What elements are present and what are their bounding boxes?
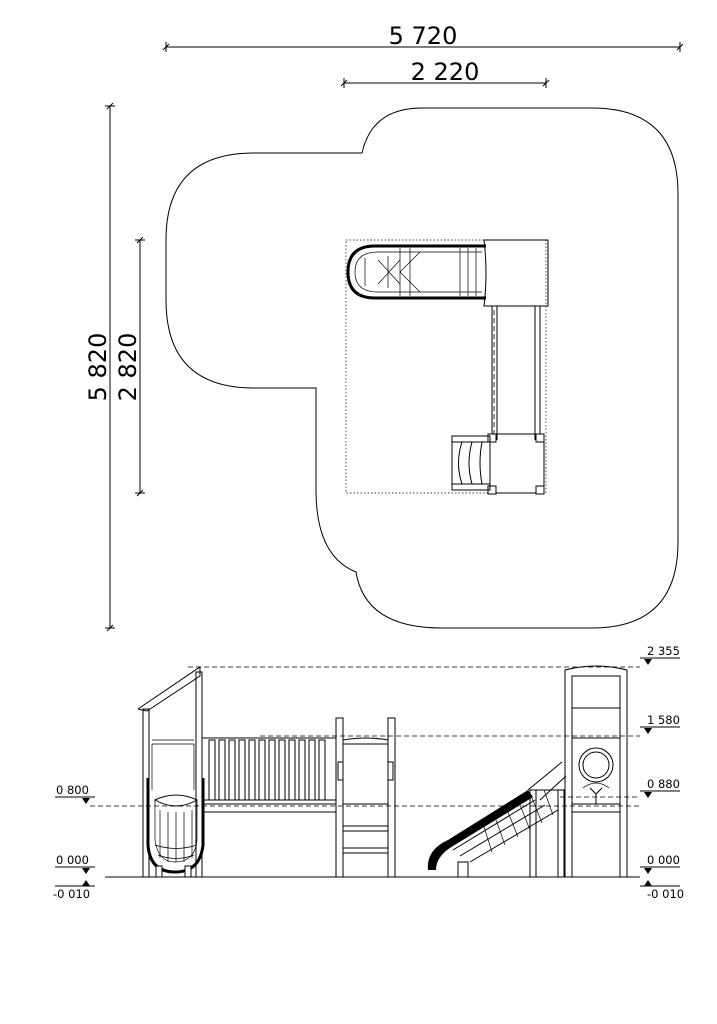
bridge-side bbox=[202, 737, 336, 813]
bridge-slat bbox=[248, 739, 256, 801]
safety-zone-outline bbox=[165, 107, 679, 629]
level-label-0000-left: 0 000 bbox=[56, 853, 89, 867]
dimension-overall-width: 5 720 bbox=[162, 22, 684, 52]
right-tower bbox=[529, 665, 628, 878]
level-label-minus-0010-left: -0 010 bbox=[53, 887, 90, 901]
level-label-0000-right: 0 000 bbox=[647, 853, 680, 867]
bridge-slat bbox=[238, 739, 246, 801]
ladder-unit bbox=[335, 717, 396, 878]
dimension-label-slide-width: 2 220 bbox=[411, 58, 480, 86]
dimension-label-overall-depth: 5 820 bbox=[84, 333, 112, 402]
bridge-plan bbox=[491, 306, 541, 440]
dimension-equipment-depth: 2 820 bbox=[114, 236, 145, 497]
dimension-label-equipment-depth: 2 820 bbox=[114, 333, 142, 402]
steps-plan bbox=[451, 433, 545, 495]
roof-plan bbox=[483, 239, 549, 307]
dimension-label-overall-width: 5 720 bbox=[389, 22, 458, 50]
slide-plan bbox=[346, 244, 486, 300]
side-view: 2 355 1 580 0 880 0 000 -0 010 bbox=[53, 644, 684, 901]
bridge-slat bbox=[208, 739, 216, 801]
level-label-minus-0010-right: -0 010 bbox=[647, 887, 684, 901]
bridge-slat bbox=[268, 739, 276, 801]
bridge-slat bbox=[308, 739, 316, 801]
bridge-slat bbox=[278, 739, 286, 801]
level-markers-left: 0 800 0 000 -0 010 bbox=[53, 783, 95, 901]
bridge-slat bbox=[298, 739, 306, 801]
level-label-1580: 1 580 bbox=[647, 713, 680, 727]
bridge-slat bbox=[288, 739, 296, 801]
straight-slide-side bbox=[427, 761, 567, 878]
bridge-slat bbox=[318, 739, 326, 801]
tube-slide-side bbox=[146, 778, 205, 878]
dimension-slide-width: 2 220 bbox=[340, 58, 550, 88]
plan-view: 5 720 2 220 5 820 2 820 bbox=[84, 22, 684, 632]
level-label-0800: 0 800 bbox=[56, 783, 89, 797]
bridge-slat bbox=[228, 739, 236, 801]
dimension-overall-depth: 5 820 bbox=[84, 102, 115, 632]
bridge-slat bbox=[258, 739, 266, 801]
level-label-2355: 2 355 bbox=[647, 644, 680, 658]
equipment-plan bbox=[345, 239, 549, 495]
level-markers-right: 2 355 1 580 0 880 0 000 -0 010 bbox=[640, 644, 684, 901]
level-label-0880: 0 880 bbox=[647, 777, 680, 791]
bridge-slat bbox=[218, 739, 226, 801]
